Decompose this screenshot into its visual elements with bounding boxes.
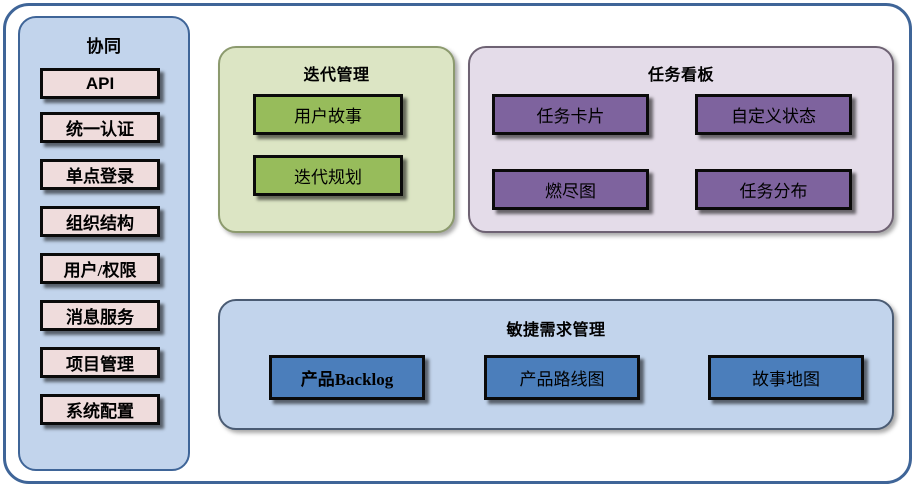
node-iteration-planning[interactable]: 迭代规划 bbox=[253, 155, 403, 196]
panel-collaboration-title: 协同 bbox=[86, 37, 122, 56]
node-message-service[interactable]: 消息服务 bbox=[40, 300, 160, 331]
node-story-map[interactable]: 故事地图 bbox=[708, 355, 864, 400]
panel-agile-requirements-title: 敏捷需求管理 bbox=[506, 322, 606, 339]
node-user-story[interactable]: 用户故事 bbox=[253, 94, 403, 135]
node-unified-auth[interactable]: 统一认证 bbox=[40, 112, 160, 143]
node-custom-status[interactable]: 自定义状态 bbox=[695, 94, 852, 135]
node-single-sign-on[interactable]: 单点登录 bbox=[40, 159, 160, 190]
node-product-roadmap[interactable]: 产品路线图 bbox=[484, 355, 640, 400]
node-burndown-chart[interactable]: 燃尽图 bbox=[492, 169, 649, 210]
node-task-card[interactable]: 任务卡片 bbox=[492, 94, 649, 135]
node-product-backlog[interactable]: 产品Backlog bbox=[269, 355, 425, 400]
node-project-management[interactable]: 项目管理 bbox=[40, 347, 160, 378]
node-user-permission[interactable]: 用户/权限 bbox=[40, 253, 160, 284]
panel-iteration-management[interactable]: 迭代管理 bbox=[218, 46, 455, 233]
node-task-distribution[interactable]: 任务分布 bbox=[695, 169, 852, 210]
outer-frame bbox=[3, 3, 912, 484]
node-api[interactable]: API bbox=[40, 68, 160, 99]
node-org-structure[interactable]: 组织结构 bbox=[40, 206, 160, 237]
panel-iteration-management-title: 迭代管理 bbox=[303, 67, 370, 84]
node-system-config[interactable]: 系统配置 bbox=[40, 394, 160, 425]
panel-task-board-title: 任务看板 bbox=[647, 67, 714, 84]
